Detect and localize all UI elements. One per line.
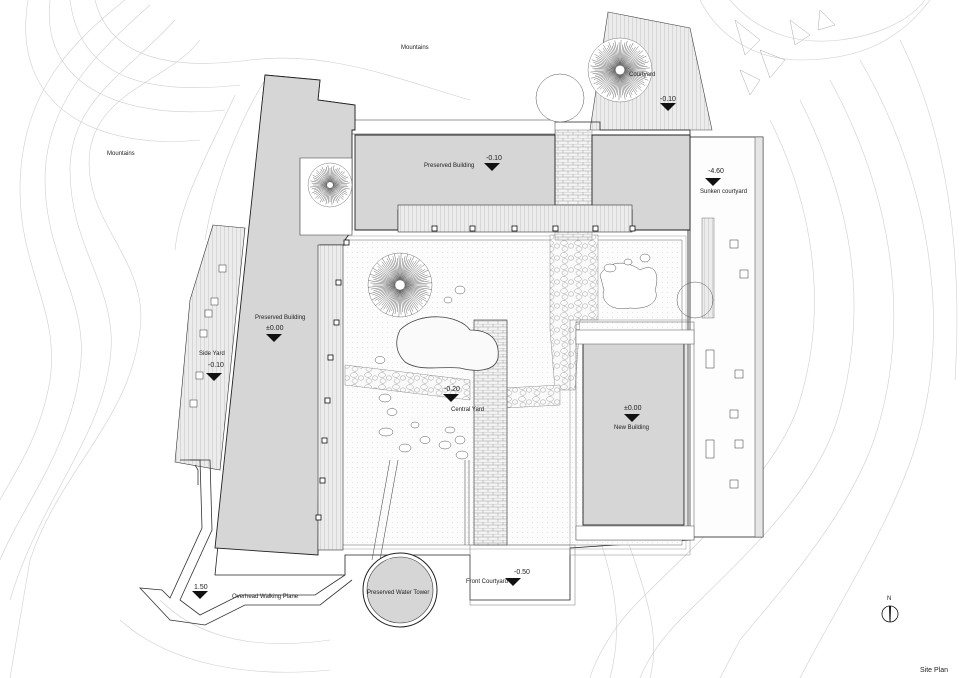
new-building-level: ±0.00 — [624, 405, 642, 412]
central-yard-level: -0.20 — [444, 386, 460, 393]
preserved-building-west-level: ±0.00 — [266, 325, 284, 332]
side-yard-label: Side Yard — [199, 351, 225, 357]
courtyard-label: Courtyard — [629, 72, 655, 78]
preserved-building-north-label: Preserved Building — [424, 163, 474, 169]
walkway-level: 1.50 — [194, 584, 208, 591]
garden-rocks — [374, 285, 469, 460]
overhead-walkway — [138, 459, 353, 626]
courtyard-level: -0.10 — [660, 96, 676, 103]
central-yard-label: Central Yard — [451, 407, 484, 413]
preserved-building-west-label: Preserved Building — [255, 315, 305, 321]
tree-central — [367, 252, 433, 318]
north-label: N — [887, 596, 891, 602]
front-courtyard-label: Front Courtyard — [466, 579, 508, 585]
new-building-label: New Building — [614, 425, 649, 431]
mountains-top-label: Mountains — [401, 45, 429, 51]
sunken-courtyard-label: Sunken courtyard — [700, 189, 747, 195]
side-yard-level: -0.10 — [208, 362, 224, 369]
preserved-building-north-level: -0.10 — [486, 155, 502, 162]
mountains-left-label: Mountains — [107, 151, 135, 157]
tree-outline-north — [535, 73, 585, 123]
sunken-courtyard-area — [687, 136, 764, 538]
sunken-courtyard-level: -4.60 — [708, 168, 724, 175]
new-building — [575, 321, 695, 541]
outdoor-furniture — [189, 239, 749, 489]
water-tower — [362, 552, 438, 628]
water-tower-label: Preserved Water Tower — [367, 590, 429, 596]
level-markers — [192, 103, 721, 599]
tree-outline-east — [676, 281, 714, 319]
drawing-title: Site Plan — [920, 667, 948, 674]
garden-pond — [396, 316, 499, 371]
building-windows — [315, 225, 636, 521]
hillside-rocks — [734, 9, 836, 96]
ne-rock-garden — [599, 253, 658, 310]
front-courtyard-level: -0.50 — [514, 569, 530, 576]
path-lines — [371, 459, 470, 561]
north-arrow: N — [881, 596, 899, 623]
tree-courtyard — [587, 37, 653, 103]
side-yard — [174, 224, 246, 471]
front-courtyard-area — [469, 319, 691, 606]
tree-small-west — [307, 162, 353, 208]
overhead-walking-plane-label: Overhead Walking Plane — [232, 594, 299, 600]
preserved-building-north — [349, 119, 691, 233]
